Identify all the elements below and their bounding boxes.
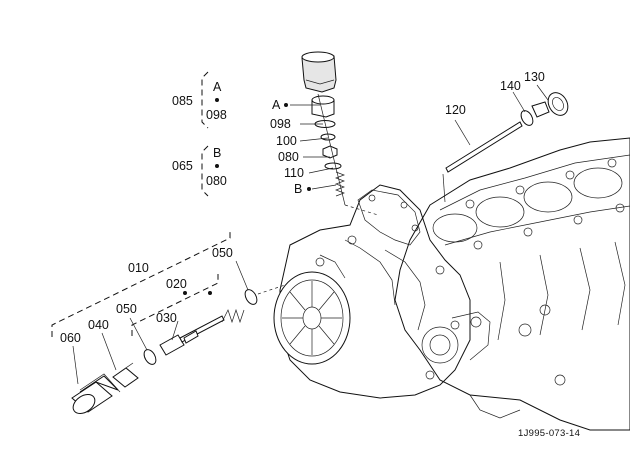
nozzle-holder-group [301, 51, 379, 216]
callout-050-left: 050 [116, 302, 137, 316]
callout-080: 080 [278, 150, 299, 164]
callout-110: 110 [284, 166, 304, 180]
gear-wheel-cover [273, 271, 351, 365]
callout-100: 100 [276, 134, 297, 148]
callout-080-bracket: 080 [206, 174, 227, 188]
part-callouts: 085 A 098 065 B 080 A 098 100 080 110 B … [60, 70, 545, 345]
callout-130: 130 [524, 70, 545, 84]
callout-060: 060 [60, 331, 81, 345]
callout-030: 030 [156, 311, 177, 325]
leader-dots [183, 98, 311, 295]
callout-010: 010 [128, 261, 149, 275]
callout-098: 098 [270, 117, 291, 131]
callout-letter-b-bracket: B [213, 146, 221, 160]
assembly-brackets [51, 71, 231, 337]
callout-letter-b: B [294, 182, 302, 196]
callout-letter-a: A [272, 98, 281, 112]
callout-140: 140 [500, 79, 521, 93]
callout-065: 065 [172, 159, 193, 173]
stud-bolt-group [442, 92, 569, 203]
leader-lines [72, 84, 549, 385]
callout-050-right: 050 [212, 246, 233, 260]
callout-085: 085 [172, 94, 193, 108]
callout-098-bracket: 098 [206, 108, 227, 122]
drawing-reference-code: 1J995-073-14 [518, 428, 580, 439]
callout-020: 020 [166, 277, 187, 291]
callout-letter-a-bracket: A [213, 80, 222, 94]
engine-block [394, 137, 630, 431]
relief-valve-group [71, 284, 286, 415]
callout-120: 120 [445, 103, 466, 117]
gear-case-housing [279, 184, 491, 399]
callout-040: 040 [88, 318, 109, 332]
